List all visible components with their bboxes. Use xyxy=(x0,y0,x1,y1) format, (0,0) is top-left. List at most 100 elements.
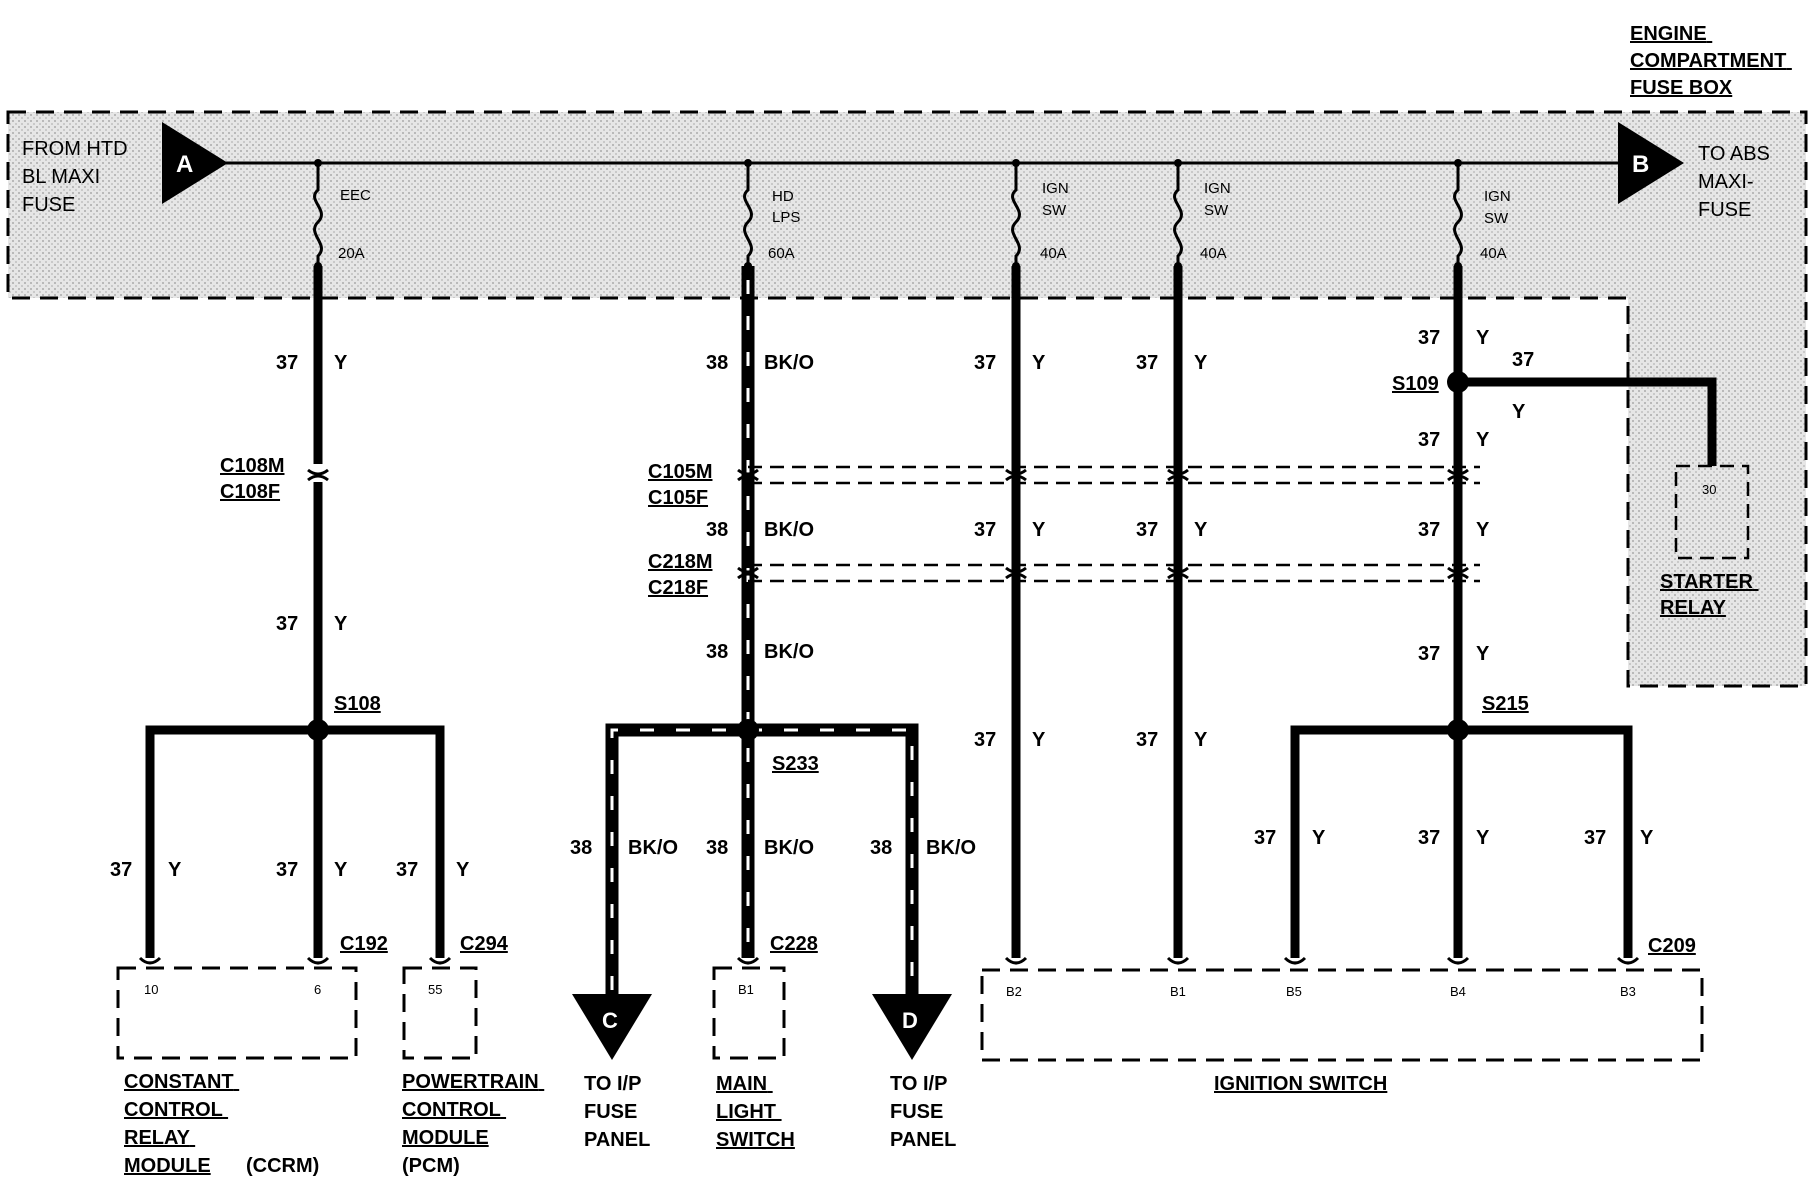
svg-text:60A: 60A xyxy=(768,245,795,262)
svg-text:B4: B4 xyxy=(1450,984,1466,999)
ccrm-box: 10 6 xyxy=(116,956,358,1060)
svg-text:Y: Y xyxy=(1640,827,1654,849)
svg-text:B1: B1 xyxy=(1170,984,1186,999)
svg-text:Y: Y xyxy=(334,859,348,881)
pcm-suffix: (PCM) xyxy=(402,1155,460,1177)
svg-text:A: A xyxy=(176,151,193,178)
splice-s215 xyxy=(1447,719,1469,741)
svg-text:Y: Y xyxy=(1476,327,1490,349)
connector-c108f: C108F xyxy=(220,481,280,503)
svg-text:37: 37 xyxy=(1254,827,1276,849)
wires-bko xyxy=(605,266,919,998)
connector-c218m: C218M xyxy=(648,551,712,573)
fuse-box-area xyxy=(8,112,1806,686)
svg-text:10: 10 xyxy=(144,982,158,997)
starter-relay-label: STARTER RELAY xyxy=(1660,571,1759,619)
svg-text:Y: Y xyxy=(334,352,348,374)
fuse-eec: EEC 20A xyxy=(313,159,371,270)
svg-text:BK/O: BK/O xyxy=(764,519,814,541)
main-light-switch-box: B1 xyxy=(712,956,786,1060)
svg-text:Y: Y xyxy=(456,859,470,881)
svg-text:37: 37 xyxy=(110,859,132,881)
svg-text:37: 37 xyxy=(1136,352,1158,374)
svg-text:6: 6 xyxy=(314,982,321,997)
connector-bands xyxy=(748,465,1480,583)
svg-text:Y: Y xyxy=(1032,729,1046,751)
ignition-switch-box: B2 B1 B5 B4 B3 xyxy=(980,956,1704,1062)
svg-text:SW: SW xyxy=(1204,202,1229,219)
svg-text:Y: Y xyxy=(1476,643,1490,665)
svg-text:BK/O: BK/O xyxy=(764,641,814,663)
splice-s233 xyxy=(737,719,759,741)
connector-c105m: C105M xyxy=(648,461,712,483)
svg-text:Y: Y xyxy=(1476,827,1490,849)
fuse-box-border xyxy=(6,110,1808,688)
offpage-c-text: TO I/P FUSE PANEL xyxy=(584,1073,650,1151)
pcm-box: 55 xyxy=(402,956,478,1060)
svg-text:37: 37 xyxy=(276,859,298,881)
svg-text:37: 37 xyxy=(1512,349,1534,371)
svg-text:B2: B2 xyxy=(1006,984,1022,999)
svg-text:B5: B5 xyxy=(1286,984,1302,999)
svg-text:20A: 20A xyxy=(338,245,365,262)
fuse-box-title: ENGINE COMPARTMENT FUSE BOX xyxy=(1630,23,1792,99)
splice-s109-label: S109 xyxy=(1392,373,1439,395)
svg-text:37: 37 xyxy=(974,519,996,541)
svg-text:37: 37 xyxy=(1418,643,1440,665)
svg-text:D: D xyxy=(902,1008,918,1033)
ccrm-label: CONSTANT CONTROL RELAY MODULE xyxy=(124,1071,239,1177)
svg-text:Y: Y xyxy=(1194,519,1208,541)
svg-text:38: 38 xyxy=(706,519,728,541)
svg-text:55: 55 xyxy=(428,982,442,997)
svg-text:B1: B1 xyxy=(738,982,754,997)
svg-text:Y: Y xyxy=(1194,729,1208,751)
connector-marks xyxy=(307,468,1469,580)
svg-text:38: 38 xyxy=(570,837,592,859)
svg-text:B3: B3 xyxy=(1620,984,1636,999)
offpage-d-arrow: D xyxy=(872,994,952,1060)
svg-text:EEC: EEC xyxy=(340,187,371,204)
svg-text:37: 37 xyxy=(1418,827,1440,849)
connector-c108m: C108M xyxy=(220,455,284,477)
main-light-switch-label: MAIN LIGHT SWITCH xyxy=(716,1073,795,1151)
svg-text:37: 37 xyxy=(1136,519,1158,541)
connector-a-arrow: A xyxy=(162,122,228,204)
svg-text:Y: Y xyxy=(1194,352,1208,374)
svg-text:Y: Y xyxy=(1312,827,1326,849)
to-label: TO ABS MAXI- FUSE xyxy=(1698,143,1775,221)
svg-text:Y: Y xyxy=(1476,519,1490,541)
svg-text:30: 30 xyxy=(1702,482,1716,497)
svg-text:BK/O: BK/O xyxy=(764,837,814,859)
svg-text:HD: HD xyxy=(772,188,794,205)
svg-text:BK/O: BK/O xyxy=(764,352,814,374)
svg-text:38: 38 xyxy=(706,837,728,859)
svg-text:Y: Y xyxy=(1032,519,1046,541)
svg-text:Y: Y xyxy=(334,613,348,635)
svg-text:40A: 40A xyxy=(1040,245,1067,262)
connector-c228: C228 xyxy=(770,933,818,955)
svg-text:IGN: IGN xyxy=(1204,180,1231,197)
splice-s109 xyxy=(1447,371,1469,393)
svg-text:LPS: LPS xyxy=(772,209,800,226)
splice-s233-label: S233 xyxy=(772,753,819,775)
svg-text:37: 37 xyxy=(1418,429,1440,451)
svg-text:BK/O: BK/O xyxy=(628,837,678,859)
svg-text:C: C xyxy=(602,1008,618,1033)
svg-text:IGN: IGN xyxy=(1042,180,1069,197)
fuse-ign-sw-2: IGN SW 40A xyxy=(1173,159,1231,270)
svg-text:SW: SW xyxy=(1042,202,1067,219)
from-label: FROM HTD BL MAXI FUSE xyxy=(22,138,133,216)
starter-relay: 30 xyxy=(1674,464,1750,560)
connector-c209: C209 xyxy=(1648,935,1696,957)
ccrm-suffix: (CCRM) xyxy=(246,1155,319,1177)
connector-c192: C192 xyxy=(340,933,388,955)
connector-b-arrow: B xyxy=(1618,122,1684,204)
svg-text:37: 37 xyxy=(1418,327,1440,349)
svg-text:Y: Y xyxy=(168,859,182,881)
svg-text:37: 37 xyxy=(276,613,298,635)
splice-s108 xyxy=(307,719,329,741)
ignition-switch-label: IGNITION SWITCH xyxy=(1214,1073,1387,1095)
connector-c294: C294 xyxy=(460,933,509,955)
splice-s108-label: S108 xyxy=(334,693,381,715)
